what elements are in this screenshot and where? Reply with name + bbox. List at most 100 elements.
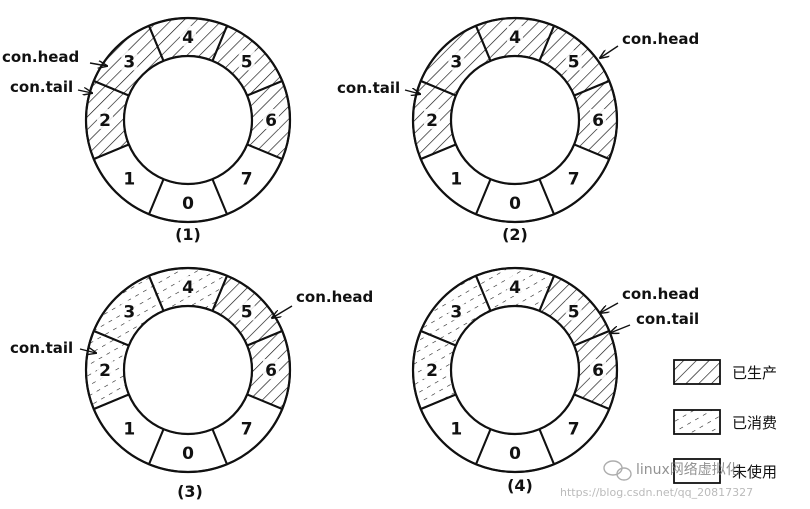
slot-label: 6 — [592, 111, 604, 131]
slot-label: 5 — [568, 52, 580, 72]
slot-label: 0 — [182, 194, 194, 214]
slot-label: 2 — [99, 361, 111, 381]
watermark: linux网络虚拟化 https://blog.csdn.net/qq_20817… — [560, 460, 753, 499]
slot-label-bg — [424, 359, 440, 379]
slot-label: 3 — [450, 52, 462, 72]
slot-label: 3 — [450, 302, 462, 322]
pointer-arrow — [77, 90, 92, 93]
legend-item-produced: 已生产 — [673, 359, 777, 385]
legend-item-empty: 未使用 — [673, 458, 777, 484]
slot-label-bg — [238, 50, 255, 71]
ring-outer-edge — [84, 16, 292, 224]
slot-label: 0 — [182, 444, 194, 464]
slot-label: 4 — [182, 278, 194, 298]
ring-outer-edge — [411, 16, 619, 224]
legend-label: 已生产 — [732, 364, 777, 382]
pointer-label-con-tail: con.tail — [10, 78, 73, 96]
legend-label: 已消费 — [732, 414, 777, 432]
slot-label: 2 — [426, 361, 438, 381]
watermark-text: linux网络虚拟化 — [636, 462, 740, 478]
legend-swatch — [673, 359, 721, 385]
slot-label-bg — [180, 276, 196, 296]
slot-label: 3 — [123, 52, 135, 72]
slot-label: 4 — [182, 28, 194, 48]
pointer-arrow — [89, 63, 107, 66]
ring-caption: (4) — [507, 476, 533, 495]
ring-buffer-2: 0 1 2 3 4 5 6 7 con.head con.tail (2) — [337, 16, 699, 244]
slot-label: 0 — [509, 194, 521, 214]
pointer-arrow — [272, 305, 293, 318]
pointer-label-con-tail: con.tail — [636, 310, 699, 328]
ring-buffer-4: 0 1 2 3 4 5 6 7 con.head con.tail (4) — [411, 266, 699, 495]
slot-label: 3 — [123, 302, 135, 322]
slot-label: 4 — [509, 278, 521, 298]
slot-label-bg — [565, 300, 582, 321]
slot-label: 6 — [265, 361, 277, 381]
slot-label-bg — [121, 300, 138, 321]
ring-inner-hole — [122, 304, 254, 436]
ring-buffer-1: 0 1 2 3 4 5 6 7 con.head con.tail (1) — [2, 16, 292, 244]
slot-label-bg — [263, 359, 279, 379]
slot-label: 4 — [509, 28, 521, 48]
slot-label: 0 — [509, 444, 521, 464]
pointer-label-con-head: con.head — [296, 288, 373, 306]
slot-label: 1 — [450, 420, 462, 440]
pointer-arrow — [610, 324, 631, 333]
rings-layer: 0 1 2 3 4 5 6 7 con.head con.tail (1) 0 1 2 3 4 5 6 7 con.h… — [2, 16, 699, 501]
slot-label-bg — [121, 50, 138, 71]
slot-label: 7 — [568, 420, 580, 440]
pointer-arrow — [79, 349, 96, 353]
slot-label-bg — [263, 109, 279, 129]
slot-label-bg — [97, 109, 113, 129]
slot-label: 7 — [241, 420, 253, 440]
slot-label-bg — [424, 109, 440, 129]
slot-label-bg — [180, 26, 196, 46]
slot-label: 5 — [241, 302, 253, 322]
slot-label-bg — [507, 26, 523, 46]
ring-inner-hole — [122, 54, 254, 186]
legend-label: 未使用 — [732, 463, 777, 481]
slot-label: 2 — [99, 111, 111, 131]
pointer-label-con-head: con.head — [622, 285, 699, 303]
pointer-arrow — [600, 45, 619, 58]
pointer-label-con-head: con.head — [2, 48, 79, 66]
legend-item-consumed: 已消费 — [673, 409, 777, 435]
slot-label-bg — [448, 300, 465, 321]
wechat-icon — [603, 460, 632, 481]
slot-label: 2 — [426, 111, 438, 131]
pointer-label-con-tail: con.tail — [10, 339, 73, 357]
ring-caption: (2) — [502, 225, 528, 244]
legend-swatch — [673, 409, 721, 435]
pointer-arrow — [600, 302, 619, 313]
ring-caption: (3) — [177, 482, 203, 501]
slot-label: 5 — [241, 52, 253, 72]
slot-label: 5 — [568, 302, 580, 322]
slot-label-bg — [565, 50, 582, 71]
pointer-label-con-tail: con.tail — [337, 79, 400, 97]
slot-label: 7 — [241, 170, 253, 190]
ring-outer-edge — [411, 266, 619, 474]
slot-label: 1 — [123, 170, 135, 190]
pointer-arrow — [404, 90, 420, 94]
ring-inner-hole — [449, 54, 581, 186]
slot-label-bg — [590, 359, 606, 379]
ring-outer-edge — [84, 266, 292, 474]
watermark-url: https://blog.csdn.net/qq_20817327 — [560, 486, 753, 499]
ring-buffer-3: 0 1 2 3 4 5 6 7 con.head con.tail (3) — [10, 266, 373, 501]
pointer-label-con-head: con.head — [622, 30, 699, 48]
ring-inner-hole — [449, 304, 581, 436]
slot-label: 6 — [265, 111, 277, 131]
slot-label-bg — [97, 359, 113, 379]
slot-label: 7 — [568, 170, 580, 190]
legend-swatch — [673, 458, 721, 484]
ring-caption: (1) — [175, 225, 201, 244]
slot-label-bg — [507, 276, 523, 296]
slot-label-bg — [238, 300, 255, 321]
slot-label: 1 — [450, 170, 462, 190]
slot-label: 1 — [123, 420, 135, 440]
slot-label-bg — [448, 50, 465, 71]
slot-label: 6 — [592, 361, 604, 381]
slot-label-bg — [590, 109, 606, 129]
